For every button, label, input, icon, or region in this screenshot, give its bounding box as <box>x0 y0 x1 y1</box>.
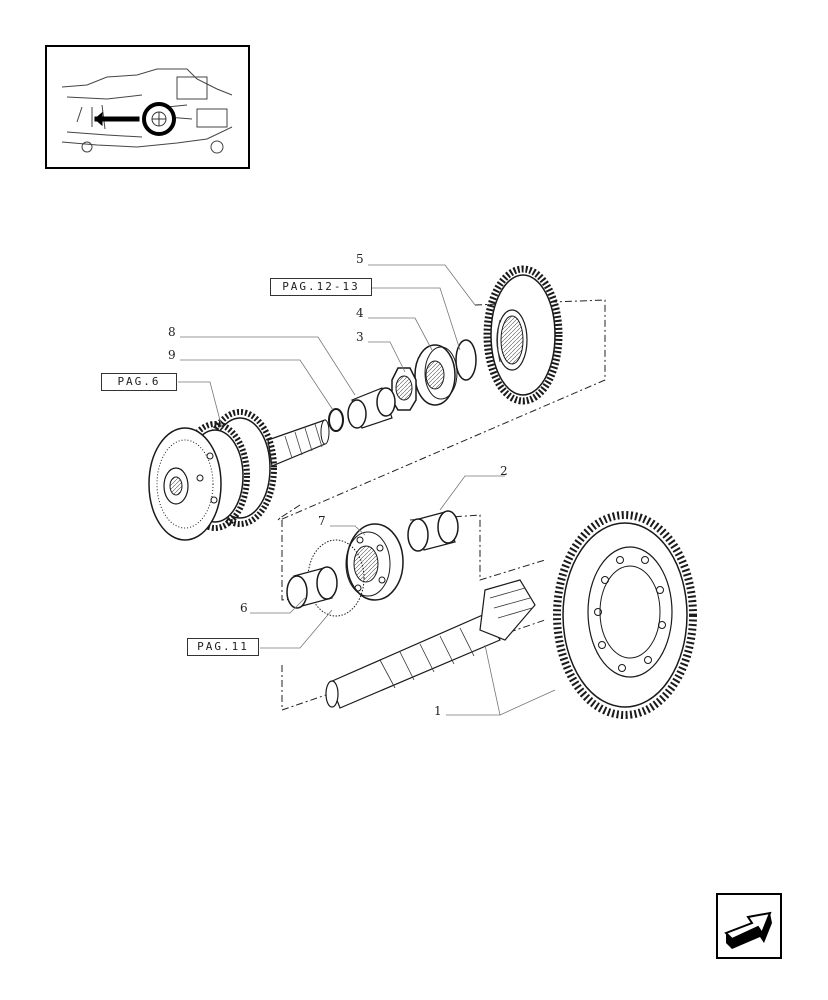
arrow-navigation-icon <box>724 911 772 949</box>
snap-ring-9 <box>328 408 344 432</box>
sleeve-upper <box>347 387 396 429</box>
shim-ring <box>307 539 365 617</box>
crown-wheel <box>553 511 697 719</box>
callout-7: 7 <box>318 514 326 528</box>
callout-2: 2 <box>500 464 508 478</box>
callout-3: 3 <box>356 330 364 344</box>
synchro-shaft-assembly <box>148 409 330 541</box>
sleeve-2 <box>407 510 459 552</box>
sleeve-6 <box>286 566 338 609</box>
snap-ring-upper <box>455 339 477 381</box>
spur-gear <box>483 265 563 405</box>
ref-pag-12-13[interactable]: PAG.12-13 <box>270 278 372 296</box>
callout-9: 9 <box>168 348 176 362</box>
callout-8: 8 <box>168 325 176 339</box>
callout-4: 4 <box>356 306 364 320</box>
navigation-button[interactable] <box>716 893 782 959</box>
pinion-shaft <box>325 579 536 709</box>
ref-pag-6[interactable]: PAG.6 <box>101 373 177 391</box>
bearing-upper <box>414 344 458 406</box>
callout-1: 1 <box>434 704 442 718</box>
callout-leaders <box>178 264 556 716</box>
overview-thumbnail <box>45 45 250 169</box>
bearing-7 <box>345 523 404 601</box>
tractor-overview-icon <box>61 68 233 154</box>
nut <box>391 367 417 411</box>
callout-5: 5 <box>356 252 364 266</box>
callout-6: 6 <box>240 601 248 615</box>
ref-pag-11[interactable]: PAG.11 <box>187 638 259 656</box>
